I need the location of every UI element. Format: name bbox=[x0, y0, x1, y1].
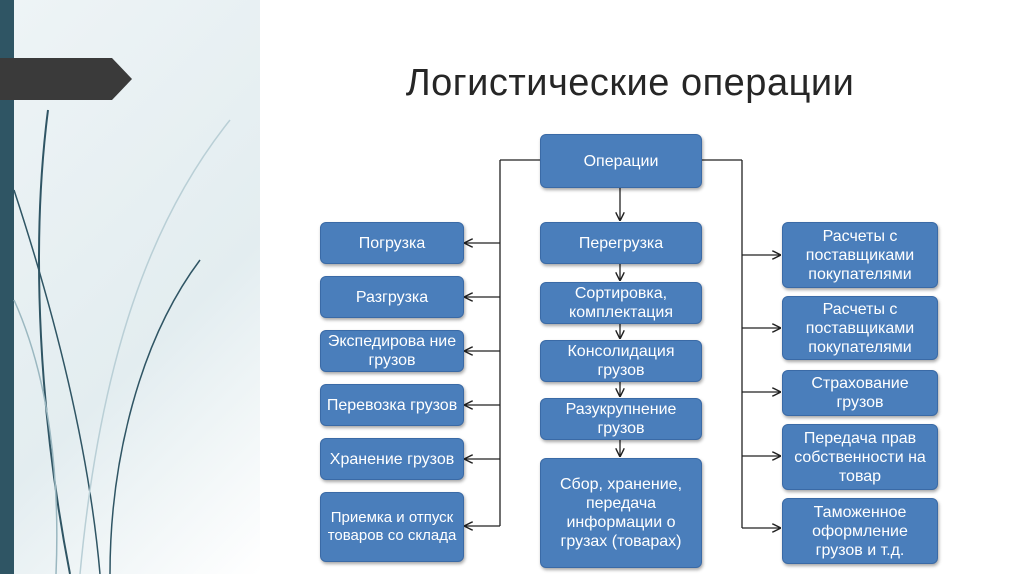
node-right-2: Расчеты с поставщиками покупателями bbox=[782, 296, 938, 360]
node-left-5: Хранение грузов bbox=[320, 438, 464, 480]
node-center-5: Сбор, хранение, передача информации о гр… bbox=[540, 458, 702, 568]
node-left-6: Приемка и отпуск товаров со склада bbox=[320, 492, 464, 562]
node-left-2: Разгрузка bbox=[320, 276, 464, 318]
node-right-4: Передача прав собственности на товар bbox=[782, 424, 938, 490]
node-right-5: Таможенное оформление грузов и т.д. bbox=[782, 498, 938, 564]
node-center-4: Разукрупнение грузов bbox=[540, 398, 702, 440]
node-right-3: Страхование грузов bbox=[782, 370, 938, 416]
node-center-2: Сортировка, комплектация bbox=[540, 282, 702, 324]
node-center-1: Перегрузка bbox=[540, 222, 702, 264]
decorative-curves bbox=[13, 109, 231, 574]
page-title: Логистические операции bbox=[405, 62, 855, 104]
node-right-1: Расчеты с поставщиками покупателями bbox=[782, 222, 938, 288]
node-root: Операции bbox=[540, 134, 702, 188]
arrow-tab-shape bbox=[0, 58, 132, 100]
side-accent-bar bbox=[0, 0, 14, 574]
node-left-4: Перевозка грузов bbox=[320, 384, 464, 426]
node-center-3: Консолидация грузов bbox=[540, 340, 702, 382]
node-left-1: Погрузка bbox=[320, 222, 464, 264]
node-left-3: Экспедирова ние грузов bbox=[320, 330, 464, 372]
